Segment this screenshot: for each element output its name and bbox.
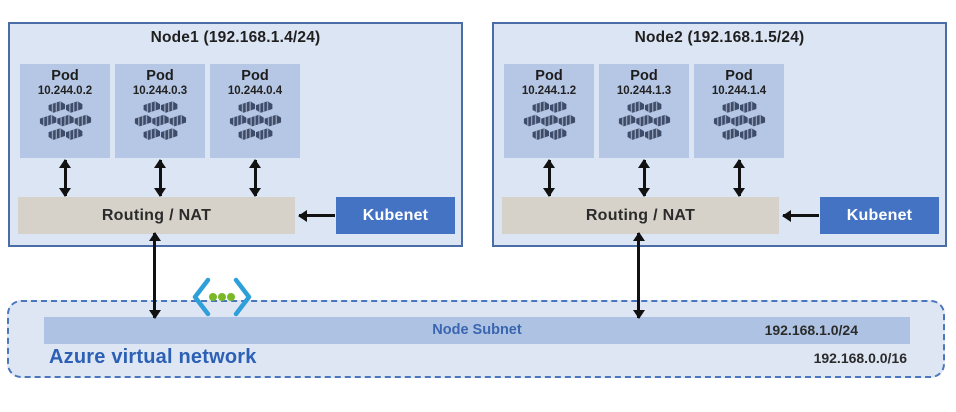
pod-routing-arrow bbox=[638, 159, 650, 197]
pod-box: Pod 10.244.0.4 bbox=[210, 64, 300, 158]
kubenet-label: Kubenet bbox=[362, 206, 429, 224]
kubenet-routing-arrow bbox=[782, 209, 819, 222]
node2-subnet-arrow bbox=[632, 232, 645, 319]
pod-label: Pod bbox=[535, 68, 563, 84]
pod-box: Pod 10.244.0.2 bbox=[20, 64, 110, 158]
container-cluster-icon bbox=[711, 101, 767, 142]
node-subnet-cidr: 192.168.1.0/24 bbox=[764, 322, 858, 338]
pod-routing-arrow bbox=[249, 159, 261, 197]
pod-routing-arrow bbox=[59, 159, 71, 197]
node1-subnet-arrow bbox=[148, 232, 161, 319]
kubenet-routing-arrow bbox=[298, 209, 335, 222]
routing-nat-label: Routing / NAT bbox=[585, 206, 696, 224]
pod-box: Pod 10.244.1.2 bbox=[504, 64, 594, 158]
pod-ip: 10.244.0.4 bbox=[227, 85, 283, 98]
node-subnet-label: Node Subnet bbox=[432, 322, 522, 338]
pod-ip: 10.244.1.4 bbox=[711, 85, 767, 98]
pod-box: Pod 10.244.1.4 bbox=[694, 64, 784, 158]
container-cluster-icon bbox=[227, 101, 283, 142]
pod-routing-arrow bbox=[733, 159, 745, 197]
pod-box: Pod 10.244.1.3 bbox=[599, 64, 689, 158]
kubenet-box: Kubenet bbox=[336, 197, 455, 234]
container-cluster-icon bbox=[37, 101, 93, 142]
pod-box: Pod 10.244.0.3 bbox=[115, 64, 205, 158]
virtual-network-icon bbox=[192, 277, 252, 317]
kubenet-label: Kubenet bbox=[846, 206, 913, 224]
pod-ip: 10.244.0.3 bbox=[132, 85, 188, 98]
routing-nat-label: Routing / NAT bbox=[101, 206, 212, 224]
azure-vnet-cidr: 192.168.0.0/16 bbox=[813, 350, 907, 366]
azure-vnet-label: Azure virtual network bbox=[49, 346, 257, 368]
pod-label: Pod bbox=[241, 68, 269, 84]
pod-routing-arrow bbox=[154, 159, 166, 197]
azure-vnet-box: Node Subnet 192.168.1.0/24 Azure virtual… bbox=[7, 300, 945, 378]
node-subnet-bar: Node Subnet 192.168.1.0/24 bbox=[44, 317, 910, 344]
routing-nat-bar: Routing / NAT bbox=[502, 197, 779, 234]
pod-routing-arrow bbox=[543, 159, 555, 197]
container-cluster-icon bbox=[616, 101, 672, 142]
node1-title: Node1 (192.168.1.4/24) bbox=[150, 29, 321, 46]
container-cluster-icon bbox=[521, 101, 577, 142]
pod-ip: 10.244.1.2 bbox=[521, 85, 577, 98]
container-cluster-icon bbox=[132, 101, 188, 142]
node2-box: Node2 (192.168.1.5/24) Pod 10.244.1.2 Po… bbox=[492, 22, 947, 247]
pod-label: Pod bbox=[146, 68, 174, 84]
node1-box: Node1 (192.168.1.4/24) Pod 10.244.0.2 Po… bbox=[8, 22, 463, 247]
pod-label: Pod bbox=[725, 68, 753, 84]
pod-label: Pod bbox=[630, 68, 658, 84]
kubenet-box: Kubenet bbox=[820, 197, 939, 234]
pod-label: Pod bbox=[51, 68, 79, 84]
pod-ip: 10.244.0.2 bbox=[37, 85, 93, 98]
pod-ip: 10.244.1.3 bbox=[616, 85, 672, 98]
node2-title: Node2 (192.168.1.5/24) bbox=[634, 29, 805, 46]
routing-nat-bar: Routing / NAT bbox=[18, 197, 295, 234]
